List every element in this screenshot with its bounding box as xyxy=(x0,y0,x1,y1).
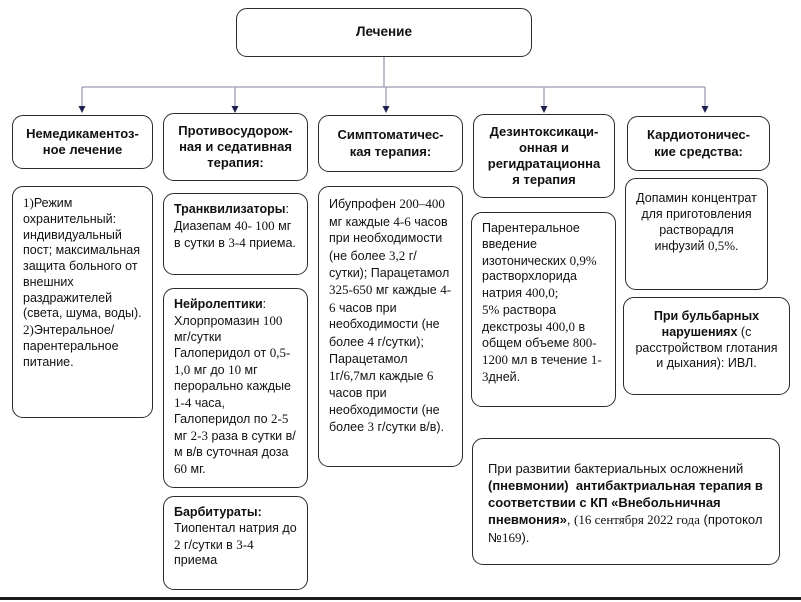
arrowhead-icon xyxy=(382,106,390,113)
arrowhead-icon xyxy=(78,106,86,113)
box-protective-regimen: 1)Режим охранительный: индивидуальный по… xyxy=(12,186,153,418)
header-symptomatic-therapy: Симптоматичес- кая терапия: xyxy=(318,115,463,172)
box-bulbar-disorders: При бульбарных нарушениях (с расстройств… xyxy=(623,297,790,395)
box-symptomatic-drugs: Ибупрофен 200–400 мг каждые 4-6 часов пр… xyxy=(318,186,463,467)
arrowhead-icon xyxy=(540,106,548,113)
box-neuroleptics: Нейролептики:Хлорпромазин 100 мг/сутки Г… xyxy=(163,288,308,488)
header-nonmedication-treatment: Немедикаментоз- ное лечение xyxy=(12,115,153,169)
header-detox-rehydration-therapy: Дезинтоксикаци- онная и регидратационна … xyxy=(473,114,615,198)
box-tranquilizers: Транквилизаторы:Диазепам 40- 100 мг в су… xyxy=(163,193,308,275)
header-cardiotonic-drugs: Кардиотоничес- кие средства: xyxy=(627,116,770,171)
box-dopamine: Допамин концентрат для приготовления рас… xyxy=(625,178,768,290)
page-bottom-rule xyxy=(0,597,801,600)
arrowhead-icon xyxy=(701,106,709,113)
box-bacterial-complications-note: При развитии бактериальных осложнений (п… xyxy=(472,438,780,565)
arrowhead-icon xyxy=(231,106,239,113)
header-anticonvulsant-sedative-therapy: Противосудорож- ная и седативная терапия… xyxy=(163,113,308,181)
root-box-treatment: Лечение xyxy=(236,8,532,57)
box-barbiturates: Барбитураты:Тиопентал натрия до 2 г/сутк… xyxy=(163,496,308,590)
box-parenteral-solutions: Парентеральное введение изотонических 0,… xyxy=(471,212,616,407)
